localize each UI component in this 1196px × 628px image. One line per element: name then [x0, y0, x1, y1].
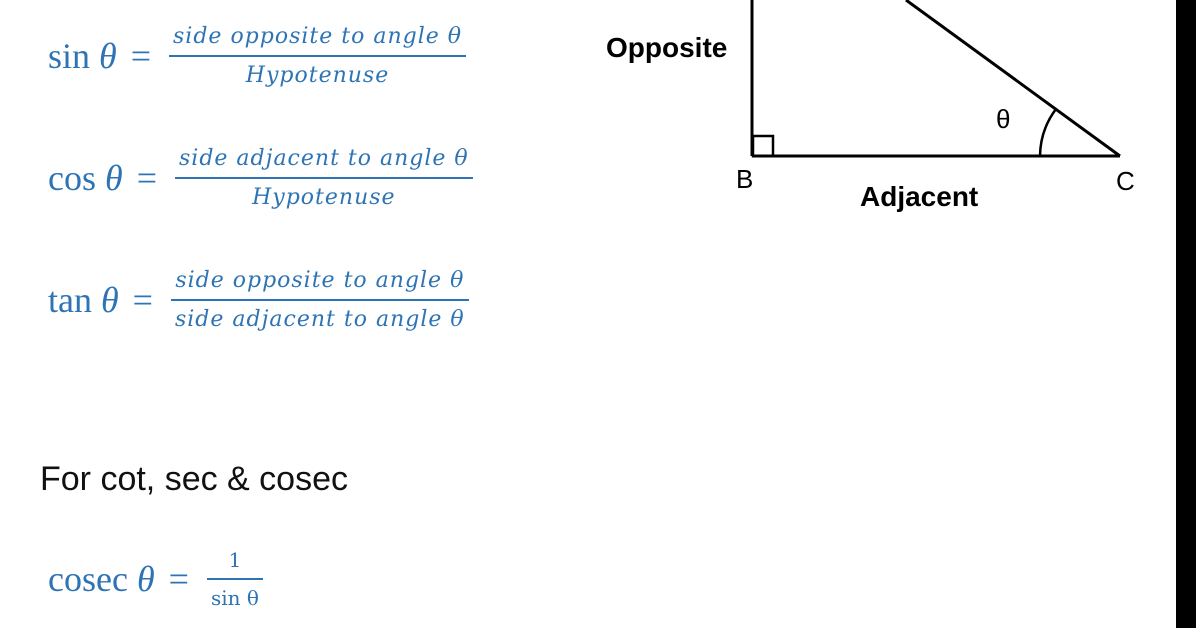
cos-fraction: side adjacent to angle θ Hypotenuse — [175, 146, 473, 210]
tan-numerator: side opposite to angle θ — [175, 268, 465, 293]
cos-variable: θ — [105, 158, 123, 198]
sin-lhs: sin θ — [48, 35, 117, 77]
tan-equals: = — [132, 280, 153, 320]
hypotenuse-side — [905, 0, 1121, 158]
sin-function: sin — [48, 36, 91, 76]
adjacent-label: Adjacent — [860, 181, 979, 212]
cos-fraction-bar — [175, 177, 473, 179]
sin-denominator: Hypotenuse — [245, 63, 390, 88]
right-angle-marker — [751, 134, 775, 158]
sin-fraction-bar — [169, 55, 467, 57]
vertex-b-label: B — [736, 164, 754, 194]
tan-lhs: tan θ — [48, 279, 119, 321]
cos-function: cos — [48, 158, 96, 198]
tan-fraction: side opposite to angle θ side adjacent t… — [170, 268, 469, 332]
cosec-denominator: sin θ — [210, 586, 259, 610]
cosec-function: cosec — [48, 559, 128, 599]
tan-formula: tan θ = side opposite to angle θ side ad… — [48, 268, 469, 332]
opposite-label: Opposite — [606, 32, 728, 63]
sin-variable: θ — [99, 36, 117, 76]
cos-lhs: cos θ — [48, 157, 123, 199]
vertex-c-label: C — [1116, 166, 1135, 196]
section-heading: For cot, sec & cosec — [40, 460, 348, 498]
cos-formula: cos θ = side adjacent to angle θ Hypoten… — [48, 146, 473, 210]
cosec-formula: cosec θ = 1 sin θ — [48, 548, 263, 610]
cos-denominator: Hypotenuse — [252, 185, 396, 210]
sin-numerator: side opposite to angle θ — [173, 24, 463, 49]
sin-formula: sin θ = side opposite to angle θ Hypoten… — [48, 24, 467, 88]
theta-label: θ — [996, 104, 1011, 134]
tan-fraction-bar — [170, 299, 469, 301]
triangle-svg — [750, 0, 1121, 158]
tan-denominator: side adjacent to angle θ — [174, 307, 465, 332]
cos-equals: = — [136, 158, 157, 198]
sin-fraction: side opposite to angle θ Hypotenuse — [169, 24, 467, 88]
cosec-numerator: 1 — [228, 548, 242, 572]
cos-numerator: side adjacent to angle θ — [179, 146, 469, 171]
tan-function: tan — [48, 280, 92, 320]
cosec-fraction-bar — [206, 578, 263, 580]
sin-equals: = — [130, 36, 152, 76]
cosec-equals: = — [168, 559, 189, 599]
cosec-variable: θ — [136, 559, 155, 599]
angle-arc — [1038, 108, 1058, 157]
right-triangle-diagram: Opposite θ B C Adjacent — [590, 0, 1150, 240]
right-edge-bar — [1176, 0, 1196, 628]
tan-variable: θ — [100, 280, 119, 320]
cosec-fraction: 1 sin θ — [206, 548, 263, 610]
cosec-lhs: cosec θ — [48, 558, 155, 600]
